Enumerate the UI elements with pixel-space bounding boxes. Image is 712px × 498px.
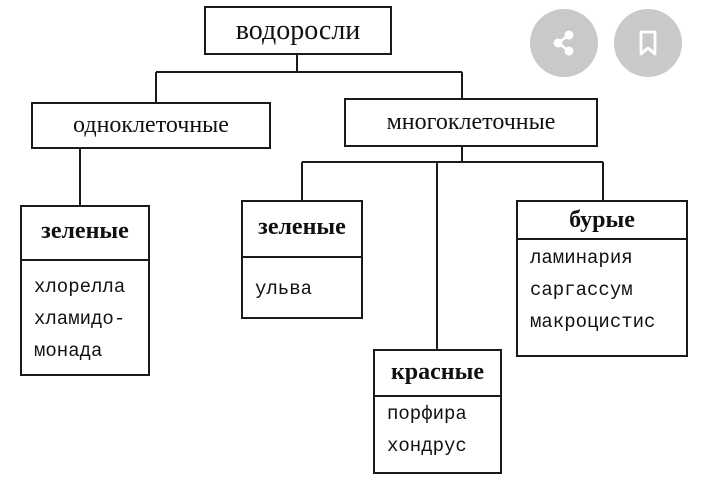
group-divider xyxy=(518,238,686,240)
bookmark-icon xyxy=(639,30,657,56)
unicellular-green-group: зеленые хлорелла хламидо- монада xyxy=(20,205,150,376)
multicellular-green-group: зеленые ульва xyxy=(241,200,363,319)
brown-algae-group: бурые ламинария саргассум макроцистис xyxy=(516,200,688,357)
multicellular-label: многоклеточные xyxy=(386,109,556,135)
bookmark-button[interactable] xyxy=(614,9,682,77)
group-title: красные xyxy=(390,358,485,385)
unicellular-label: одноклеточные xyxy=(73,112,229,138)
list-item: ламинария xyxy=(530,247,633,269)
list-item: ульва xyxy=(255,278,313,300)
group-items: хлорелла хламидо- монада xyxy=(22,271,148,367)
list-item: саргассум xyxy=(530,279,633,301)
unicellular-node: одноклеточные xyxy=(31,102,271,149)
red-algae-group: красные порфира хондрус xyxy=(373,349,502,474)
group-divider xyxy=(375,395,500,397)
list-item: монада xyxy=(34,340,103,362)
group-title: бурые xyxy=(569,206,635,233)
list-item: макроцистис xyxy=(530,311,656,333)
multicellular-node: многоклеточные xyxy=(344,98,598,147)
share-icon xyxy=(553,30,574,56)
list-item: хондрус xyxy=(387,435,467,457)
root-label: водоросли xyxy=(235,14,361,46)
group-divider xyxy=(243,256,361,258)
group-divider xyxy=(22,259,148,261)
share-button[interactable] xyxy=(530,9,598,77)
root-node: водоросли xyxy=(204,6,392,55)
list-item: хламидо- xyxy=(34,308,126,330)
list-item: хлорелла xyxy=(34,276,126,298)
group-title: зеленые xyxy=(258,213,346,240)
list-item: порфира xyxy=(387,403,467,425)
group-title: зеленые xyxy=(41,217,129,244)
group-items: ульва xyxy=(243,273,361,305)
group-items: порфира хондрус xyxy=(375,398,500,462)
group-items: ламинария саргассум макроцистис xyxy=(518,242,686,338)
